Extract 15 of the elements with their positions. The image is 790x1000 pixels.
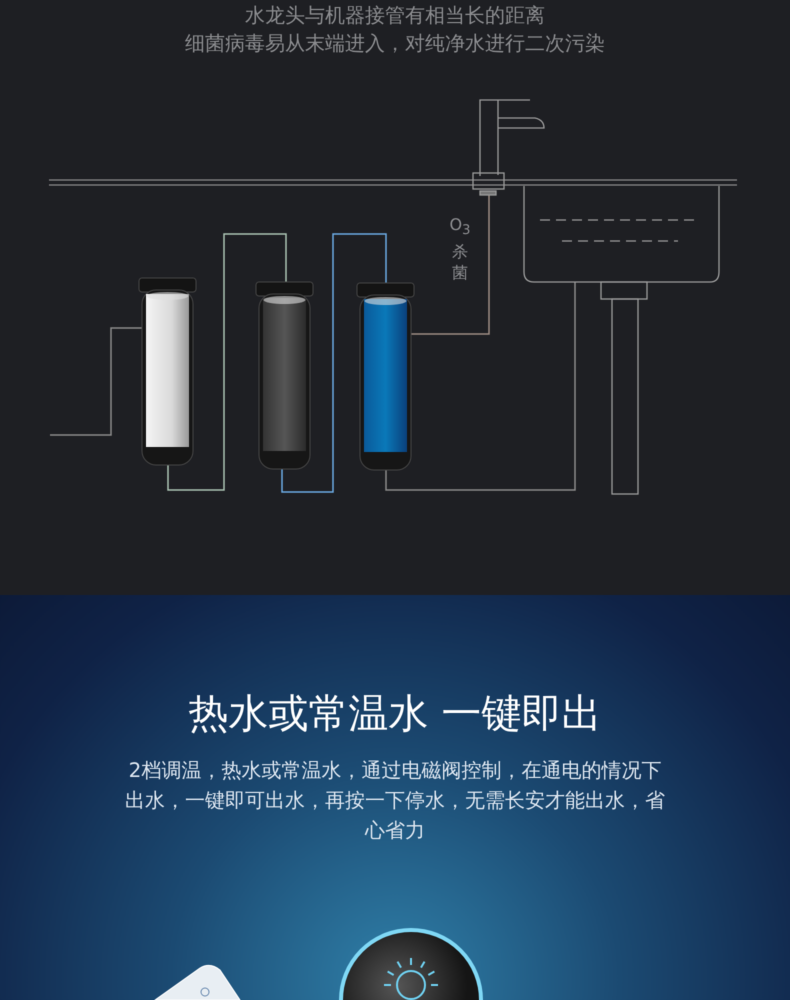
water-pipe xyxy=(385,282,576,491)
water-pipe xyxy=(50,327,142,436)
filter-cartridge xyxy=(138,278,196,466)
pipe-label: O$_{3}$杀菌 xyxy=(448,214,472,284)
water-pipe xyxy=(411,195,490,335)
heading-text: 水龙头与机器接管有相当长的距离 xyxy=(244,2,546,29)
water-pipe xyxy=(281,233,387,493)
filter-cartridge xyxy=(256,282,314,470)
description-text: 2档调温，热水或常温水，通过电磁阀控制，在通电的情况下出水，一键即可出水，再按一下停水，无需长安才能出水，省心省力 xyxy=(124,757,666,844)
section-title: 热水或常温水 一键即出 xyxy=(188,690,602,739)
heading-text: 细菌病毒易从末端进入，对纯净水进行二次污染 xyxy=(184,30,606,57)
water-pipe xyxy=(167,233,287,491)
faucet-drawing xyxy=(472,99,545,196)
filter-cartridge xyxy=(356,282,414,470)
sink-drawing xyxy=(523,186,720,495)
